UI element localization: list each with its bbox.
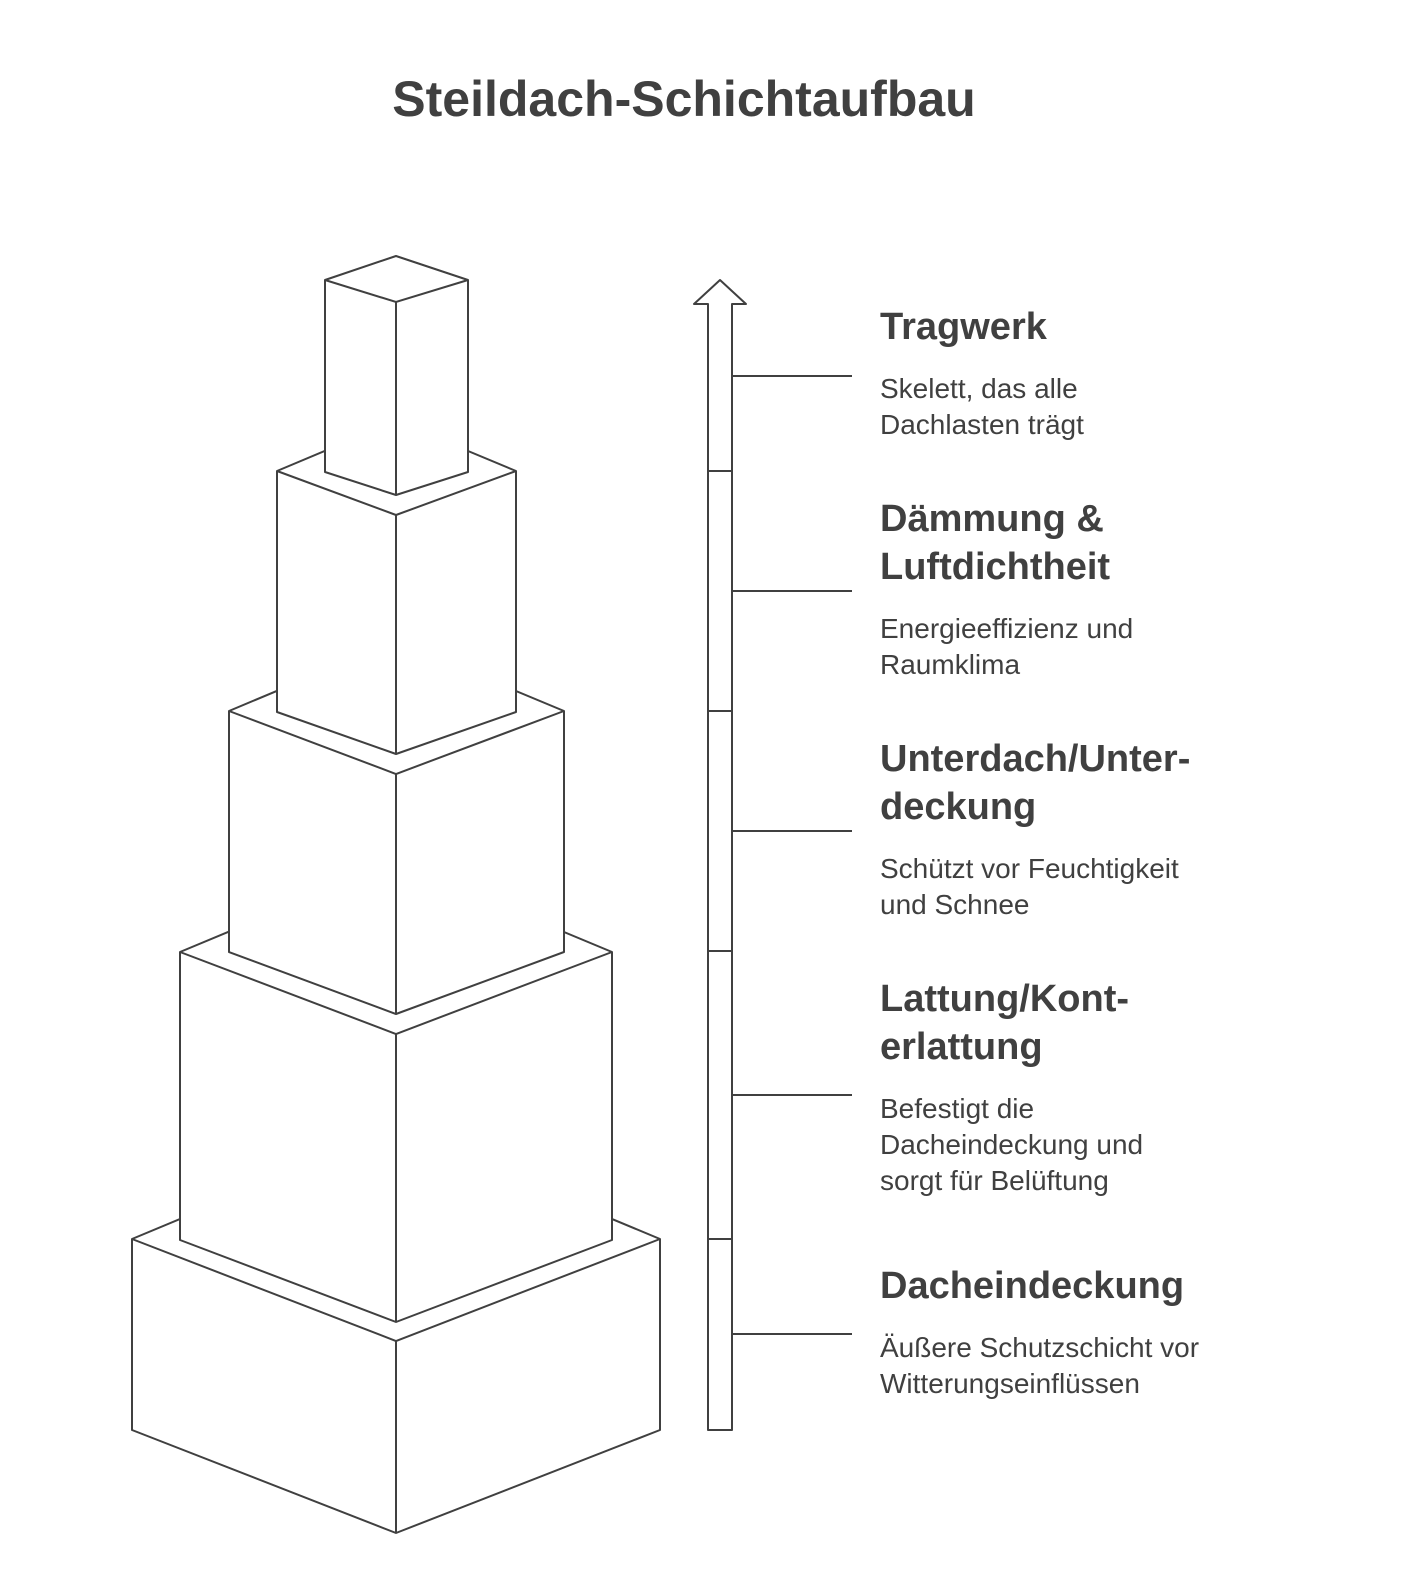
layer-label-dacheindeckung: Dacheindeckung Äußere Schutzschicht vor … [880, 1262, 1300, 1402]
block-stack [131, 255, 661, 1534]
layer-description: Schützt vor Feuchtigkeit und Schnee [880, 853, 1179, 920]
layer-description: Energieeffizienz und Raumklima [880, 613, 1134, 680]
block-tragwerk [324, 255, 469, 496]
connector-lines [732, 375, 852, 1335]
layer-title: Lattung/Kont- erlattung [880, 978, 1130, 1068]
arrow-up-icon [693, 279, 747, 1431]
layer-description: Äußere Schutzschicht vor Witterungseinfl… [880, 1332, 1200, 1399]
diagram-title: Steildach-Schichtaufbau [392, 71, 976, 127]
layer-label-unterdach: Unterdach/Unter- deckung Schützt vor Feu… [880, 735, 1300, 923]
layer-description: Befestigt die Dacheindeckung und sorgt f… [880, 1093, 1144, 1196]
block-unterdach [228, 640, 565, 1015]
layer-title: Dacheindeckung [880, 1265, 1185, 1307]
arrow-scale [693, 279, 747, 1431]
layer-description: Skelett, das alle Dachlasten trägt [880, 373, 1084, 440]
layer-label-daemmung: Dämmung & Luftdichtheit Energieeffizienz… [880, 495, 1300, 683]
layer-label-tragwerk: Tragwerk Skelett, das alle Dachlasten tr… [880, 303, 1300, 443]
layer-title: Unterdach/Unter- deckung [880, 738, 1191, 828]
layer-title: Dämmung & Luftdichtheit [880, 498, 1111, 588]
layer-title: Tragwerk [880, 306, 1047, 348]
layer-label-lattung: Lattung/Kont- erlattung Befestigt die Da… [880, 975, 1300, 1199]
